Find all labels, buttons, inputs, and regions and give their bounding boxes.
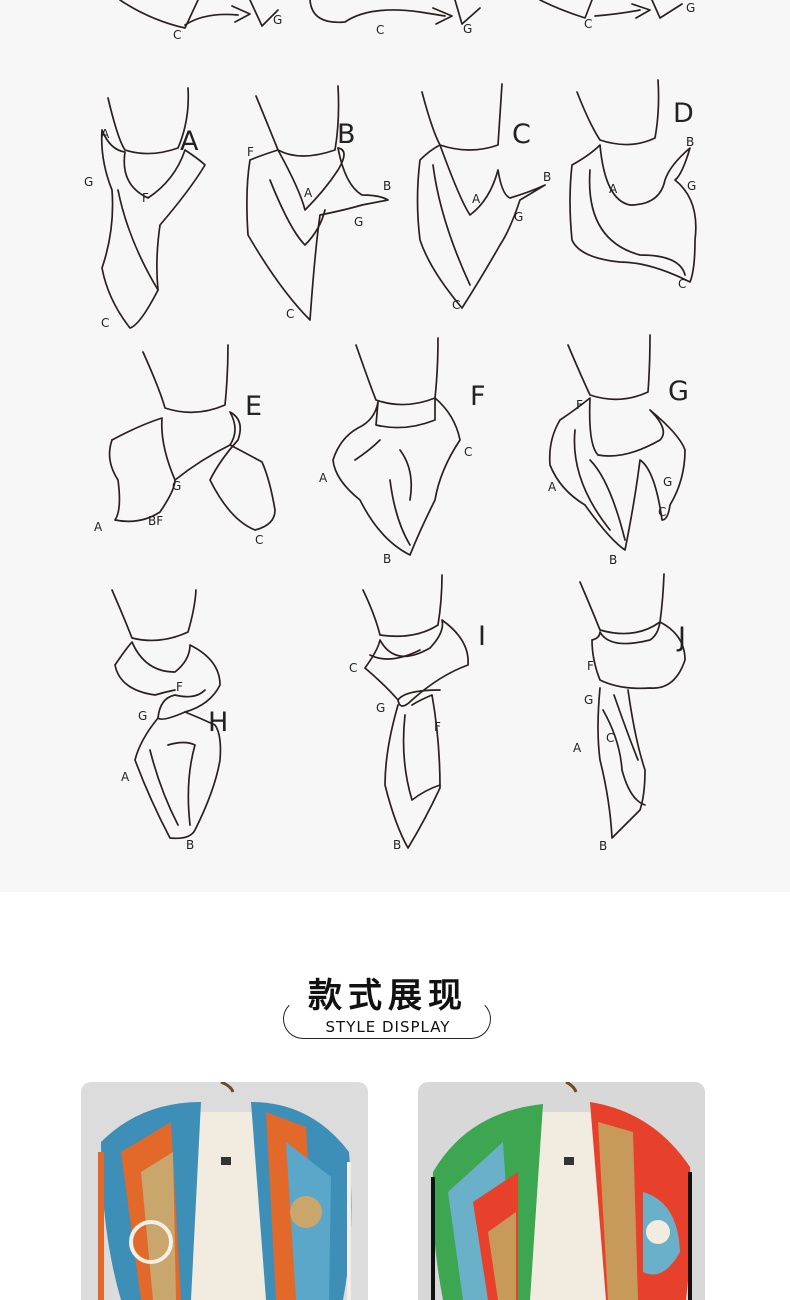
- step-i: I C G F B: [349, 574, 486, 852]
- product-photo-red-green[interactable]: [418, 1082, 705, 1300]
- point-label: F: [142, 191, 149, 205]
- heading-pill-outline: [283, 999, 491, 1039]
- point-label: BF: [148, 514, 163, 528]
- point-label: G: [687, 179, 696, 193]
- point-label: C: [286, 307, 294, 321]
- heading-english: STYLE DISPLAY: [325, 1018, 451, 1036]
- point-label: B: [599, 839, 607, 853]
- heading-chinese: 款式展现: [308, 976, 468, 1016]
- step-h: H F G A B: [111, 589, 228, 852]
- point-label: C: [678, 277, 686, 291]
- point-label: G: [172, 479, 181, 493]
- top-row-step-2: C G: [309, 0, 481, 37]
- point-label: A: [101, 127, 110, 141]
- point-label: B: [686, 135, 694, 149]
- point-label: B: [609, 553, 617, 567]
- point-label: A: [472, 192, 481, 206]
- point-label: G: [514, 210, 523, 224]
- point-label: B: [383, 552, 391, 566]
- step-letter: F: [470, 381, 486, 412]
- step-letter: D: [673, 98, 694, 129]
- label-g: G: [463, 22, 472, 36]
- point-label: C: [101, 316, 109, 330]
- point-label: B: [383, 179, 391, 193]
- point-label: G: [663, 475, 672, 489]
- point-label: A: [609, 182, 618, 196]
- point-label: B: [393, 838, 401, 852]
- scarf-photo-illustration: [81, 1082, 368, 1300]
- step-b: B F A B G C: [246, 85, 391, 321]
- point-label: B: [186, 838, 194, 852]
- point-label: A: [319, 471, 328, 485]
- point-label: F: [247, 145, 254, 159]
- step-letter: G: [668, 376, 689, 407]
- step-letter: I: [478, 621, 486, 652]
- point-label: A: [304, 186, 313, 200]
- point-label: C: [349, 661, 357, 675]
- point-label: C: [255, 533, 263, 547]
- step-letter: B: [337, 119, 356, 150]
- step-a: A A G F C: [84, 87, 206, 330]
- label-c: C: [376, 23, 384, 37]
- point-label: C: [658, 505, 666, 519]
- point-label: G: [584, 693, 593, 707]
- label-c: C: [173, 28, 181, 42]
- point-label: A: [548, 480, 557, 494]
- scarf-photo-illustration: [418, 1082, 705, 1300]
- point-label: G: [138, 709, 147, 723]
- step-c: C A B G C: [416, 83, 551, 312]
- top-row-step-3: C G: [539, 0, 695, 31]
- step-e: E G A BF C: [94, 344, 276, 547]
- step-letter: J: [676, 622, 686, 653]
- point-label: C: [452, 298, 460, 312]
- step-g: G F A G C B: [548, 334, 689, 567]
- point-label: F: [587, 659, 594, 673]
- step-letter: C: [512, 119, 531, 150]
- point-label: G: [354, 215, 363, 229]
- scarf-tying-steps-illustration: C G C G C G A A G F C B F A B G C C: [84, 0, 697, 853]
- label-g: G: [686, 1, 695, 15]
- point-label: A: [94, 520, 103, 534]
- point-label: A: [121, 770, 130, 784]
- step-letter: E: [245, 391, 262, 422]
- tying-instructions-diagram: C G C G C G A A G F C B F A B G C C: [84, 0, 697, 853]
- point-label: G: [376, 701, 385, 715]
- label-c: C: [584, 17, 592, 31]
- point-label: A: [573, 741, 582, 755]
- step-letter: H: [208, 707, 228, 738]
- label-g: G: [273, 13, 282, 27]
- point-label: G: [84, 175, 93, 189]
- point-label: C: [464, 445, 472, 459]
- point-label: F: [576, 398, 583, 412]
- point-label: F: [176, 680, 183, 694]
- step-d: D A B G C: [569, 79, 697, 291]
- product-photo-blue-orange[interactable]: [81, 1082, 368, 1300]
- point-label: B: [543, 170, 551, 184]
- step-f: F A C B: [319, 337, 486, 566]
- point-label: F: [434, 720, 441, 734]
- point-label: C: [606, 731, 614, 745]
- top-row-step-1: C G: [119, 0, 282, 42]
- section-heading: 款式展现 STYLE DISPLAY: [283, 976, 493, 1042]
- step-letter: A: [180, 126, 199, 157]
- step-j: J F G C A B: [573, 573, 686, 853]
